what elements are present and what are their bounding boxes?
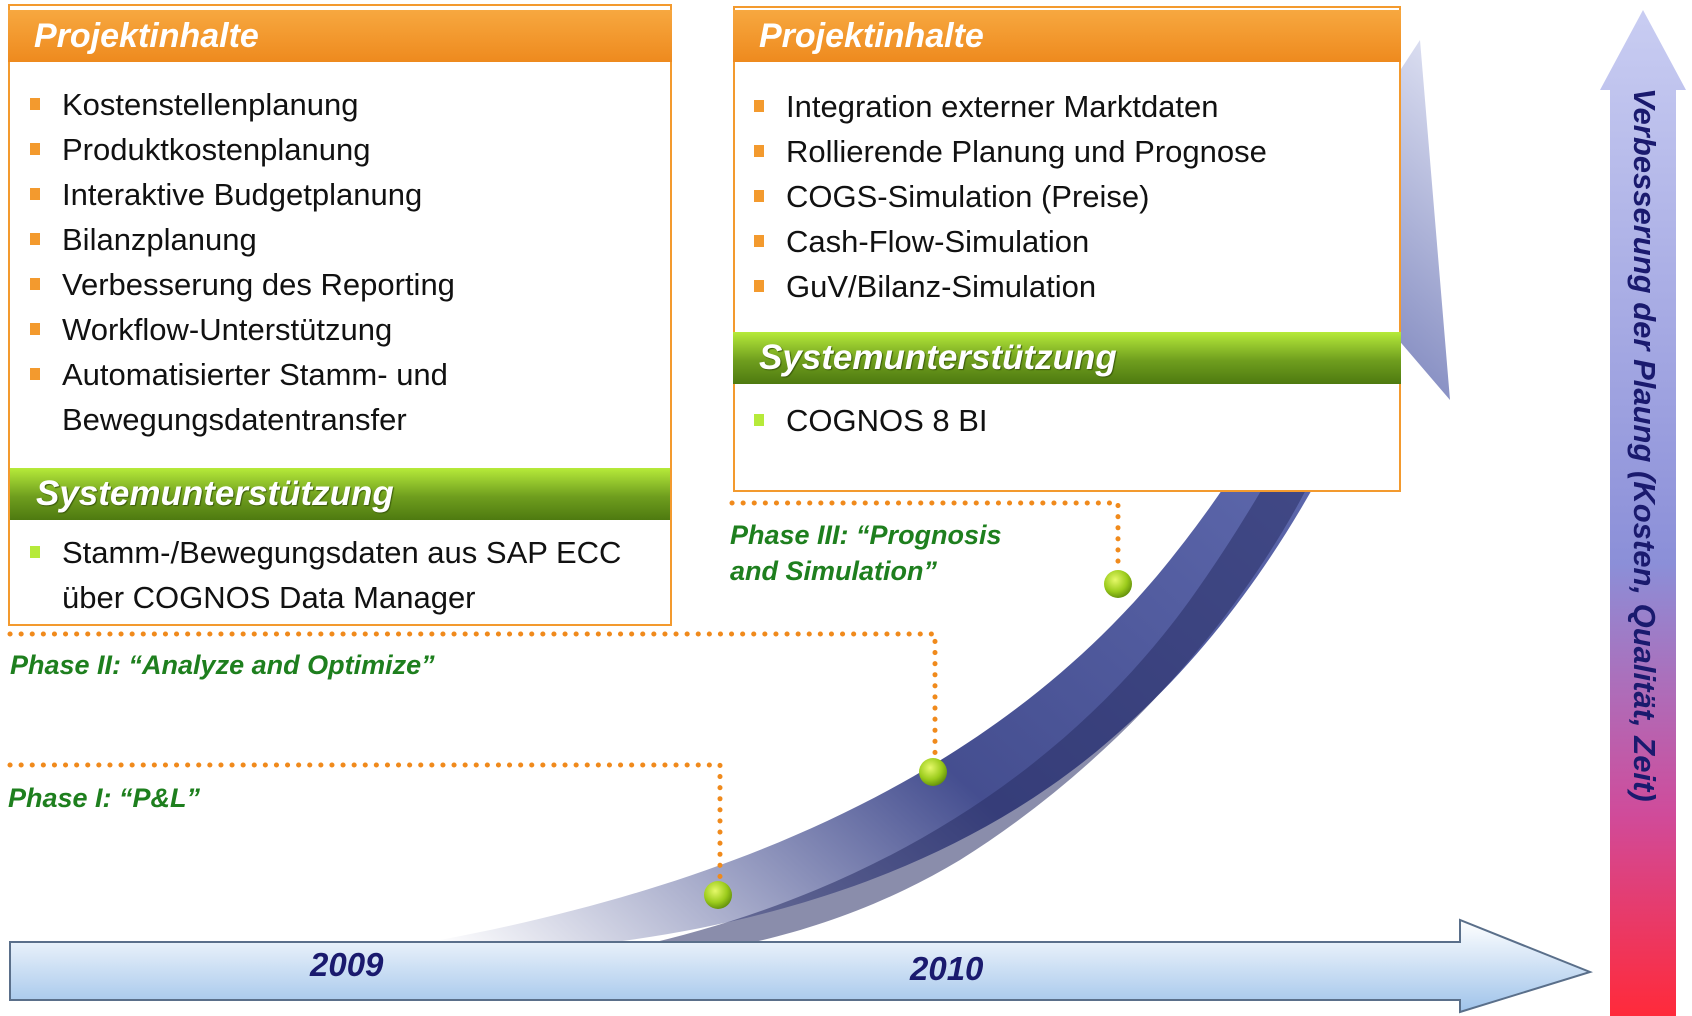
bullet-icon [30, 323, 40, 335]
bullet-icon [30, 278, 40, 290]
list-item: Automatisierter Stamm- und Bewegungsdate… [12, 352, 582, 442]
year-2010-label: 2010 [910, 950, 984, 987]
vertical-arrow [1600, 10, 1686, 1016]
list-item: Workflow-Unterstützung [12, 307, 672, 352]
milestone-dot-1 [704, 881, 732, 909]
list-item: COGNOS 8 BI [736, 398, 1400, 443]
bullet-icon [754, 235, 764, 247]
vertical-axis-label: Verbesserung der Plaung (Kosten, Qualitä… [1627, 88, 1662, 802]
bullet-icon [754, 414, 764, 426]
swoosh-shadow [620, 420, 1330, 955]
milestone-dot-3 [1104, 570, 1132, 598]
phase1-connector [7, 762, 723, 883]
phase-1-label: Phase I: “P&L” [8, 783, 201, 813]
bullet-icon [30, 188, 40, 200]
list-item: Bilanzplanung [12, 217, 672, 262]
list-item: Interaktive Budgetplanung [12, 172, 672, 217]
left-panel-list: Kostenstellenplanung Produktkostenplanun… [12, 82, 672, 442]
right-panel [733, 6, 1401, 492]
bullet-icon [30, 233, 40, 245]
right-system-list: COGNOS 8 BI [736, 398, 1400, 443]
phase-3-label-line1: Phase III: “Prognosis [730, 520, 1002, 550]
left-system-header: Systemunterstützung [10, 468, 670, 520]
right-system-header: Systemunterstützung [733, 332, 1401, 384]
bullet-icon [30, 546, 40, 558]
list-item: Stamm-/Bewegungsdaten aus SAP ECC über C… [12, 530, 672, 620]
bullet-icon [30, 143, 40, 155]
right-panel-list: Integration externer Marktdaten Rolliere… [736, 84, 1400, 309]
list-item: Produktkostenplanung [12, 127, 672, 172]
list-item: Verbesserung des Reporting [12, 262, 672, 307]
phase-2-label: Phase II: “Analyze and Optimize” [10, 650, 435, 680]
bullet-icon [30, 368, 40, 380]
list-item: Rollierende Planung und Prognose [736, 129, 1400, 174]
phase-3-label-line2: and Simulation” [730, 556, 938, 586]
bullet-icon [754, 100, 764, 112]
phase2-connector [7, 631, 938, 763]
phase3-connector [729, 500, 1121, 573]
list-item: COGS-Simulation (Preise) [736, 174, 1400, 219]
bullet-icon [754, 280, 764, 292]
list-item: Kostenstellenplanung [12, 82, 672, 127]
milestone-dot-2 [919, 758, 947, 786]
list-item: Integration externer Marktdaten [736, 84, 1400, 129]
bullet-icon [30, 98, 40, 110]
list-item: GuV/Bilanz-Simulation [736, 264, 1400, 309]
left-panel-header: Projektinhalte [8, 10, 672, 62]
left-system-list: Stamm-/Bewegungsdaten aus SAP ECC über C… [12, 530, 672, 620]
bullet-icon [754, 145, 764, 157]
year-2009-label: 2009 [310, 946, 384, 983]
timeline-arrow [9, 918, 1594, 1014]
list-item: Cash-Flow-Simulation [736, 219, 1400, 264]
left-panel [8, 4, 672, 626]
right-panel-header: Projektinhalte [733, 10, 1401, 62]
bullet-icon [754, 190, 764, 202]
